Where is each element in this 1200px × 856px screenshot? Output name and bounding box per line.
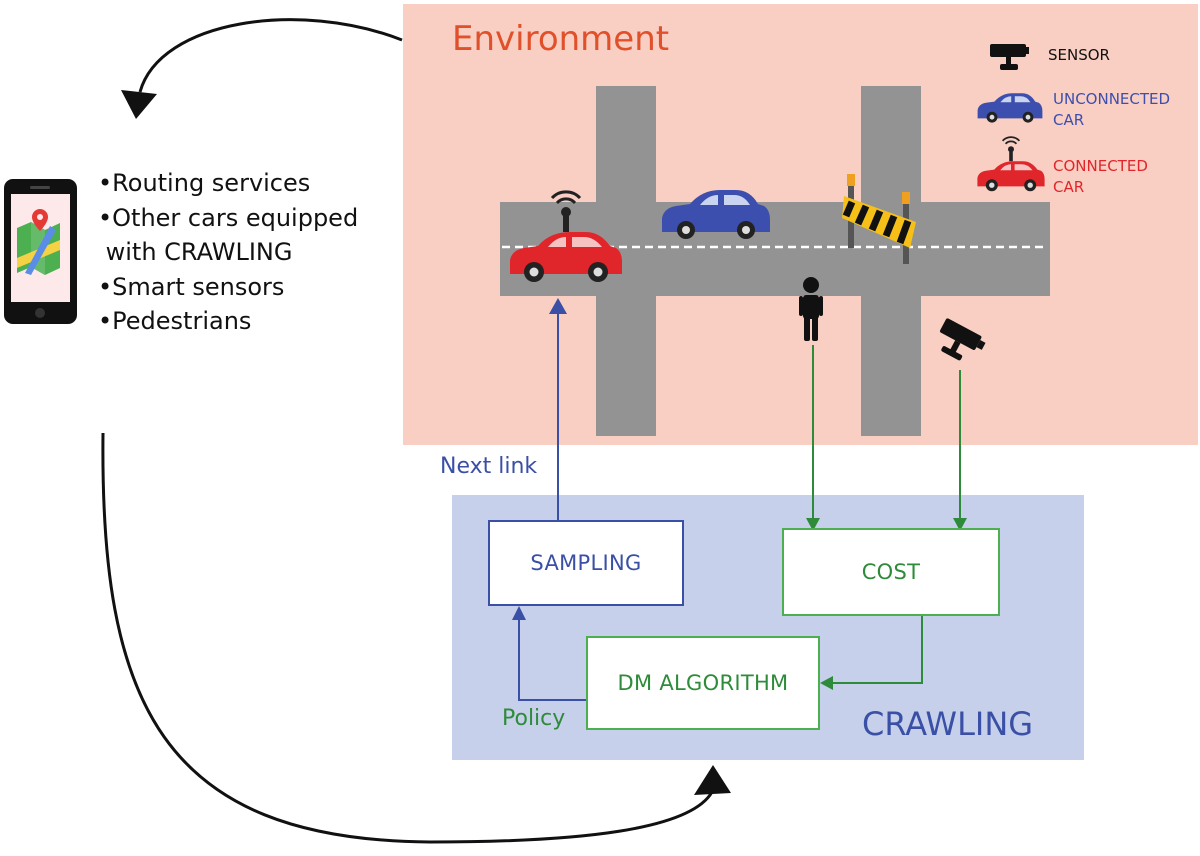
camera-sensor-icon	[939, 318, 986, 361]
env-to-sources-arrow	[138, 18, 403, 93]
pedestrian-icon	[799, 277, 823, 341]
list-item: with CRAWLING	[98, 238, 293, 266]
policy-arrow	[518, 618, 586, 701]
dm-algorithm-label: DM ALGORITHM	[617, 671, 789, 695]
policy-arrowhead	[512, 606, 526, 620]
pedestrian-to-cost-arrowhead	[806, 518, 820, 531]
cost-label: COST	[861, 560, 921, 584]
legend-connected-line-2: CAR	[1053, 178, 1085, 196]
list-item: •Smart sensors	[98, 272, 285, 301]
legend-connected-car-label: CONNECTED CAR	[1053, 156, 1148, 198]
list-item: •Routing services	[98, 169, 311, 197]
legend-connected-car-icon	[977, 136, 1045, 192]
crawling-title: CRAWLING	[862, 705, 1034, 743]
connected-car-icon	[510, 190, 622, 282]
legend-sensor-label: SENSOR	[1048, 45, 1110, 66]
sensor-to-cost-arrowhead	[953, 518, 967, 531]
list-item: •Other cars equipped	[98, 203, 359, 232]
legend-sensor-icon	[990, 44, 1029, 70]
legend-unconnected-line-2: CAR	[1053, 111, 1085, 129]
env-to-sources-arrowhead	[121, 90, 157, 119]
legend-sensor-text: SENSOR	[1048, 46, 1110, 64]
cost-to-dm-arrowhead	[820, 676, 833, 690]
unconnected-car-icon	[662, 190, 770, 239]
sampling-box: SAMPLING	[488, 520, 684, 606]
policy-label: Policy	[502, 706, 566, 731]
environment-title: Environment	[452, 19, 670, 59]
legend-unconnected-line-1: UNCONNECTED	[1053, 90, 1171, 108]
list-item: •Pedestrians	[98, 307, 252, 335]
smartphone-map-icon	[4, 179, 77, 324]
next-link-label: Next link	[440, 454, 538, 479]
sources-to-crawling-arrow	[101, 432, 714, 844]
dm-algorithm-box: DM ALGORITHM	[586, 636, 820, 730]
next-link-arrowhead	[549, 298, 567, 314]
legend-unconnected-car-icon	[977, 93, 1043, 123]
information-sources-list: •Routing services •Other cars equipped w…	[98, 166, 358, 339]
cost-box: COST	[782, 528, 1000, 616]
road-barrier-icon	[842, 174, 916, 264]
legend-unconnected-car-label: UNCONNECTED CAR	[1053, 89, 1170, 131]
sources-to-crawling-arrowhead	[694, 765, 731, 795]
sampling-label: SAMPLING	[530, 551, 642, 575]
cost-to-dm-arrow	[830, 616, 923, 684]
legend-connected-line-1: CONNECTED	[1053, 157, 1148, 175]
